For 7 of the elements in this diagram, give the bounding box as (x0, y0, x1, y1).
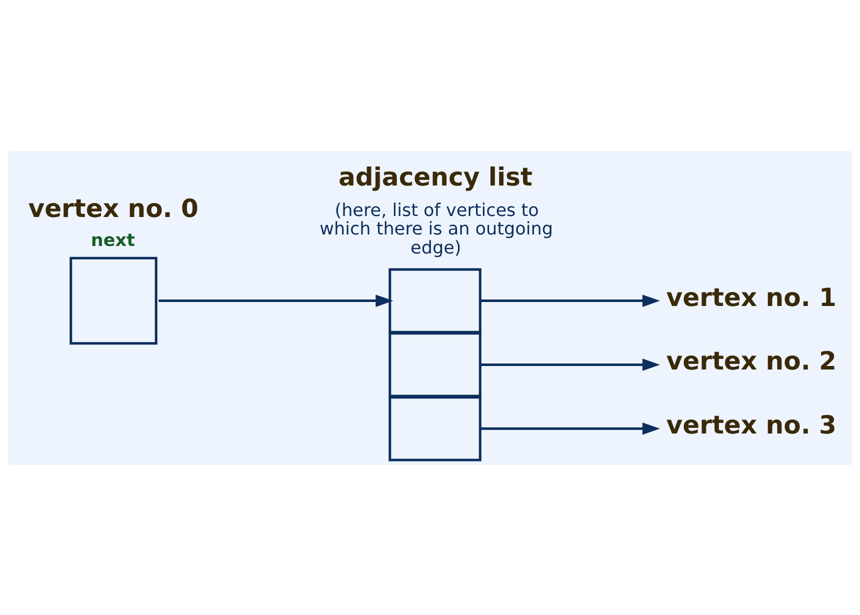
label: (here, list of vertices to which there is an outgoing edge) (320, 200, 553, 258)
label: adjacency list (338, 162, 532, 191)
node-label: vertex no. 0 (28, 193, 198, 222)
node-text: vertex no. 3 (666, 410, 836, 440)
node-label: next (90, 230, 135, 250)
node-text: vertex no. 1 (666, 282, 836, 312)
node-text: vertex no. 2 (666, 346, 836, 376)
